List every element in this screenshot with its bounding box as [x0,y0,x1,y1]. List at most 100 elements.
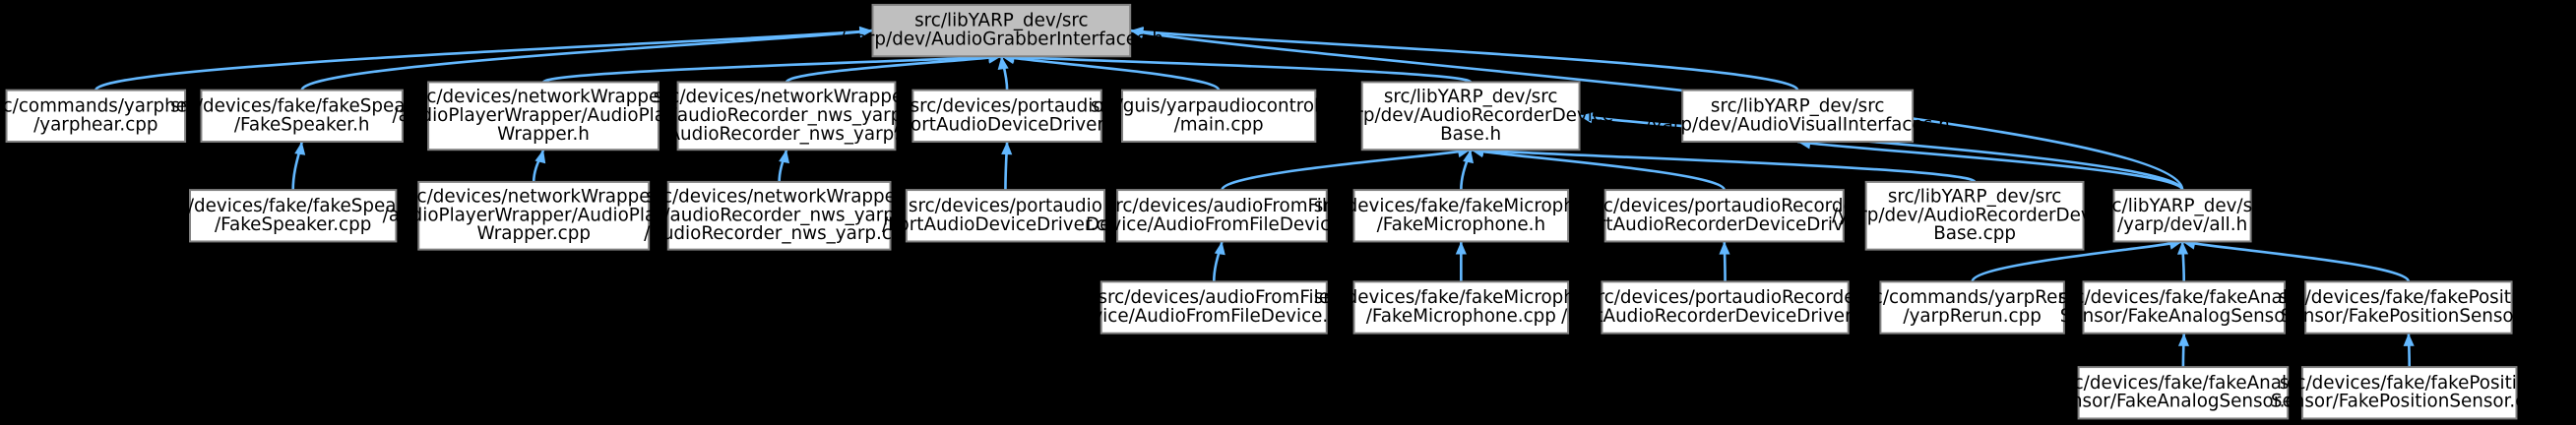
node-label-line: /PortAudioRecorderDeviceDriver.h [1571,214,1877,235]
graph-node-fakemicrophone_cpp[interactable]: src/devices/fake/fakeMicrophone/FakeMicr… [1314,280,1608,334]
node-box[interactable] [1100,280,1328,334]
node-box[interactable] [1352,280,1570,334]
dependency-edge [541,54,1002,84]
node-layer: src/libYARP_dev/src/yarp/dev/AudioGrabbe… [0,3,2548,420]
node-box[interactable] [1116,189,1328,243]
node-box[interactable] [1352,189,1570,243]
node-label-line: Wrapper.cpp [476,223,591,244]
node-label-line: src/devices/fake/fakeMicrophone [1314,287,1608,308]
dependency-edge [1001,54,1473,84]
dependency-edge [300,29,873,91]
node-box[interactable] [417,180,651,251]
node-label-line: src/devices/audioFromFile [1106,196,1338,216]
graph-node-audiovisualinterfaces_h[interactable]: src/libYARP_dev/src/yarp/dev/AudioVisual… [1646,89,1950,143]
node-box[interactable] [2077,366,2290,420]
graph-node-yarprerun_cpp[interactable]: src/commands/yarpRerun/yarpRerun.cpp [1856,280,2088,334]
edge-arrowhead [2177,333,2190,346]
dependency-edge [2181,240,2411,283]
graph-node-all_h[interactable]: src/libYARP_dev/src/yarp/dev/all.h [2096,189,2270,243]
graph-node-fakemicrophone_h[interactable]: src/devices/fake/fakeMicrophone/FakeMicr… [1314,189,1608,243]
node-label-line: src/devices/fake/fakeAnalog [2058,287,2310,308]
node-box[interactable] [1864,180,2085,251]
graph-node-audiorecorderdevicebase_cpp[interactable]: src/libYARP_dev/src/yarp/dev/AudioRecord… [1832,180,2117,251]
node-label-line: src/devices/fake/fakePosition [2279,287,2539,308]
dependency-edge [1001,54,1221,91]
node-box[interactable] [676,81,897,152]
dependency-edge [1796,140,2184,191]
graph-node-audioplayerwrapper_cpp[interactable]: src/devices/networkWrappers/audioPlayerW… [383,180,686,251]
node-label-line: Device/AudioFromFileDevice.cpp [1067,306,1361,327]
node-label-line: src/devices/audioFromFile [1099,287,1330,308]
graph-node-yarpaudiocontrolgui_main[interactable]: src/guis/yarpaudiocontrolgui/main.cpp [1091,89,1348,143]
node-label-line: src/devices/networkWrappers [646,186,912,207]
node-label-line: src/libYARP_dev/src [1384,87,1558,107]
edge-arrowhead [779,150,790,164]
node-label-line: Wrapper.h [497,124,590,145]
node-box[interactable] [871,3,1132,58]
node-box[interactable] [200,89,404,143]
node-label-line: /PortAudioDeviceDriver.cpp [882,214,1129,235]
graph-node-fakepositionsensor_cpp[interactable]: src/devices/fake/fakePositionSensor/Fake… [2271,366,2548,420]
node-label-line: /PortAudioRecorderDeviceDriver.cpp [1561,306,1889,327]
node-label-line: Sensor/FakePositionSensor.cpp [2271,392,2548,412]
graph-node-fakeanalogsensor_h[interactable]: src/devices/fake/fakeAnalogSensor/FakeAn… [2058,280,2310,334]
node-label-line: src/devices/portaudioRecorder [1587,196,1862,216]
graph-node-fakepositionsensor_h[interactable]: src/devices/fake/fakePositionSensor/Fake… [2279,280,2539,334]
dependency-edge [1471,148,1977,184]
graph-node-portaudiodevicedriver_cpp[interactable]: src/devices/portaudio/PortAudioDeviceDri… [882,189,1129,243]
node-box[interactable] [1601,280,1850,334]
graph-node-audiorecorder_nws_yarp_h[interactable]: src/devices/networkWrappers/audioRecorde… [654,81,920,152]
graph-node-portaudiorecorderdevicedriver_cpp[interactable]: src/devices/portaudioRecorder/PortAudioR… [1561,280,1889,334]
node-label-line: Sensor/FakeAnalogSensor.h [2060,306,2308,327]
graph-node-audioplayerwrapper_h[interactable]: src/devices/networkWrappers/audioPlayerW… [392,81,695,152]
graph-node-audiorecorder_nws_yarp_cpp[interactable]: src/devices/networkWrappers/audioRecorde… [644,180,914,251]
node-box[interactable] [2300,366,2518,420]
node-box[interactable] [1681,89,1915,143]
node-box[interactable] [189,189,398,243]
node-box[interactable] [427,81,660,152]
graph-node-portaudiorecorderdevicedriver_h[interactable]: src/devices/portaudioRecorder/PortAudioR… [1571,189,1877,243]
node-label-line: /FakeMicrophone.h [1377,214,1545,235]
dependency-edge [1971,240,2183,282]
node-label-line: src/devices/portaudio [909,196,1102,216]
node-box[interactable] [905,189,1106,243]
dependency-edge [1579,114,2184,191]
graph-node-yarphear[interactable]: src/commands/yarphear/yarphear.cpp [0,89,206,143]
graph-node-fakeanalogsensor_cpp[interactable]: src/devices/fake/fakeAnalogSensor/FakeAn… [2048,366,2318,420]
node-label-line: src/devices/networkWrappers [410,87,677,107]
edge-arrowhead [2403,333,2415,346]
graph-node-audiofromfiledevice_cpp[interactable]: src/devices/audioFromFileDevice/AudioFro… [1067,280,1361,334]
node-label-line: src/devices/networkWrappers [401,186,667,207]
graph-node-audiorecorderdevicebase_h[interactable]: src/libYARP_dev/src/yarp/dev/AudioRecord… [1328,81,1613,152]
node-box[interactable] [2304,280,2513,334]
node-label-line: /audioPlayerWrapper/AudioPlayer [383,205,686,225]
node-box[interactable] [911,89,1102,143]
node-box[interactable] [1879,280,2065,334]
node-label-line: /AudioRecorder_nws_yarp.cpp [644,223,914,244]
node-label-line: src/commands/yarpRerun [1856,287,2088,308]
node-box[interactable] [666,180,892,251]
node-label-line: /PortAudioDeviceDriver.h [894,114,1119,135]
node-label-line: src/libYARP_dev/src [2096,196,2270,216]
graph-node-root[interactable]: src/libYARP_dev/src/yarp/dev/AudioGrabbe… [840,3,1163,58]
graph-node-fakespeaker_h[interactable]: src/devices/fake/fakeSpeaker/FakeSpeaker… [170,89,434,143]
dependency-edge [785,54,1002,84]
node-label-line: /AudioRecorder_nws_yarp.h [661,124,911,145]
graph-node-audiofromfiledevice_h[interactable]: src/devices/audioFromFileDevice/AudioFro… [1086,189,1358,243]
node-box[interactable] [2112,189,2252,243]
node-label-line: /yarphear.cpp [33,114,157,135]
node-box[interactable] [1121,89,1317,143]
node-box[interactable] [1360,81,1581,152]
node-label-line: /yarp/dev/AudioRecorderDevice [1328,105,1613,126]
node-box[interactable] [2082,280,2286,334]
node-box[interactable] [5,89,187,143]
node-label-line: /FakeSpeaker.cpp [215,214,371,235]
node-box[interactable] [1603,189,1845,243]
node-label-line: src/commands/yarphear [0,95,206,116]
node-label-line: src/guis/yarpaudiocontrolgui [1091,95,1348,116]
graph-node-fakespeaker_cpp[interactable]: src/devices/fake/fakeSpeaker/FakeSpeaker… [161,189,425,243]
dependency-edge [1130,29,1799,91]
edge-arrowhead [1463,150,1475,164]
graph-node-portaudiodevicedriver_h[interactable]: src/devices/portaudio/PortAudioDeviceDri… [894,89,1120,143]
node-label-line: /FakeSpeaker.h [234,114,370,135]
